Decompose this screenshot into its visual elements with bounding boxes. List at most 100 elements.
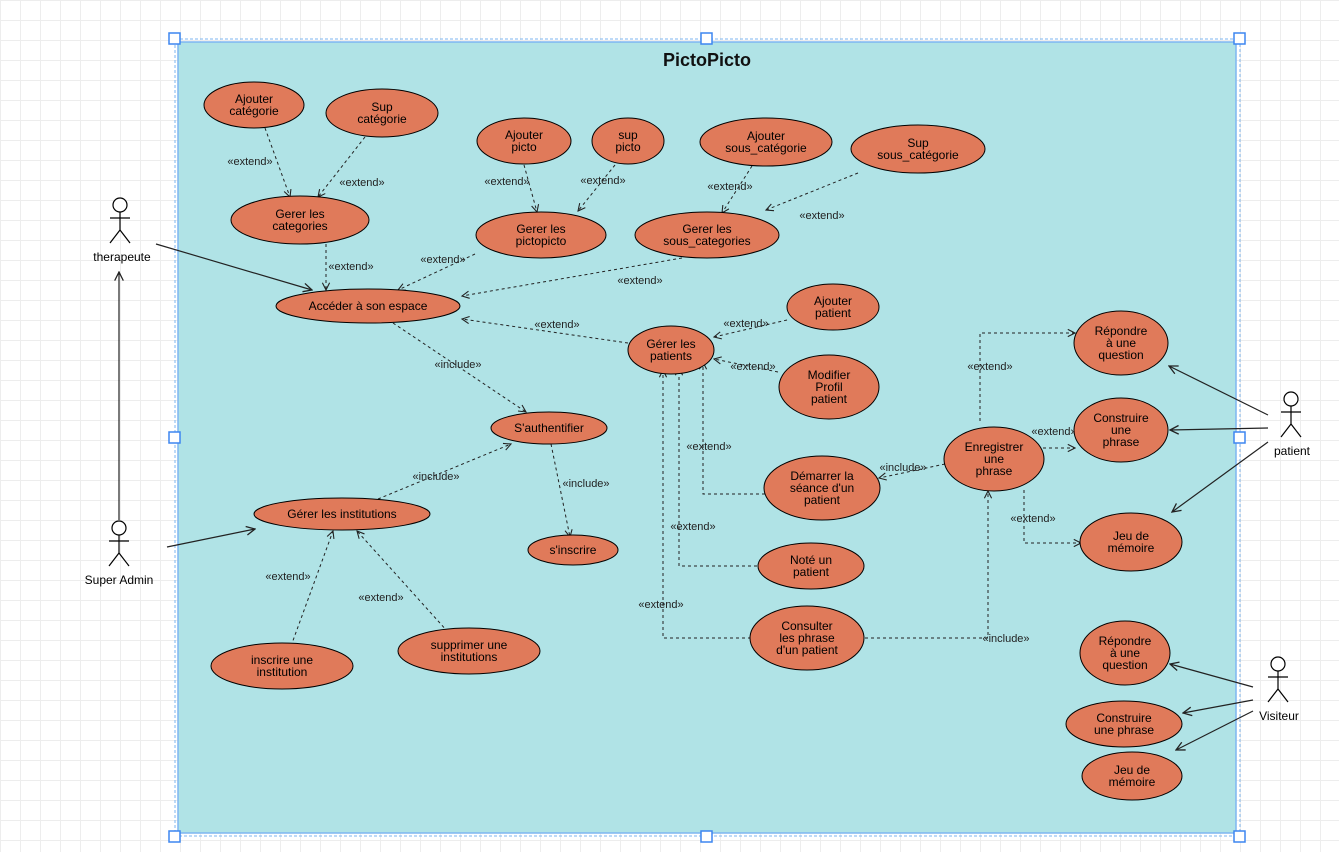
use-case-shape (203, 81, 305, 129)
use-case-shape (1073, 310, 1169, 376)
handle-top-center[interactable] (700, 32, 713, 45)
label-extend-supprimer-institutions: «extend» (358, 592, 403, 604)
edge-gerer-sous-categories (462, 257, 683, 296)
actor-name-patient: patient (1274, 444, 1311, 458)
use-case-label: picto (615, 140, 641, 154)
use-case-label: Modifier (808, 368, 851, 382)
stick-figure-icon (1280, 391, 1302, 438)
actor-head (112, 197, 128, 213)
actor-name-visiteur: Visiteur (1259, 709, 1299, 723)
dependency-edges (264, 127, 1081, 647)
handle-middle-left[interactable] (168, 431, 181, 444)
use-case-label: supprimer une (431, 638, 508, 652)
use-case-label: à une (1110, 646, 1140, 660)
use-case-label: categories (272, 219, 327, 233)
use-case-acceder-espace[interactable]: Accéder à son espace (275, 288, 461, 324)
label-extend-ajouter-patient: «extend» (723, 318, 768, 330)
handle-bottom-right[interactable] (1233, 830, 1246, 843)
label-extend-inscrire-institution: «extend» (265, 571, 310, 583)
use-case-label: Consulter (781, 619, 832, 633)
handle-bottom-left[interactable] (168, 830, 181, 843)
use-case-inscrire[interactable]: s'inscrire (527, 534, 619, 566)
use-case-shape (210, 642, 354, 690)
use-case-label: une (984, 452, 1004, 466)
use-case-shape (230, 195, 370, 245)
use-case-label: séance d'un (790, 481, 854, 495)
actor-name-therapeute: therapeute (93, 250, 151, 264)
actor-leg-right (118, 552, 130, 567)
label-extend-gerer-patients: «extend» (534, 319, 579, 331)
use-case-shape (275, 288, 461, 324)
label-include-authentifier: «include» (434, 359, 481, 371)
use-case-shape (786, 283, 880, 331)
use-case-label: question (1102, 658, 1147, 672)
edge-modifier-profil (714, 359, 779, 373)
actors: therapeute Super Admin patient Visiteur (85, 197, 1311, 723)
handle-bottom-center[interactable] (700, 830, 713, 843)
stick-figure-icon (108, 520, 130, 567)
use-case-label: Jeu de (1114, 763, 1150, 777)
use-case-label: Sup (907, 136, 929, 150)
label-extend-ajouter-categorie: «extend» (227, 156, 272, 168)
handle-middle-right[interactable] (1233, 431, 1246, 444)
actor-visiteur[interactable]: Visiteur (1259, 656, 1299, 723)
edge-jeu-memoire (1023, 490, 1081, 543)
assoc-visiteur-construire (1183, 699, 1254, 713)
use-case-shape (397, 627, 541, 675)
use-case-shape (757, 542, 865, 590)
label-include-inscrire: «include» (562, 478, 609, 490)
edge-note-patient (679, 368, 757, 567)
use-case-shape (253, 497, 431, 531)
use-case-label: Profil (815, 380, 842, 394)
edge-supprimer-institutions (357, 531, 449, 633)
use-case-label: pictopicto (516, 234, 567, 248)
use-case-label: Répondre (1095, 324, 1148, 338)
use-case-label: question (1098, 348, 1143, 362)
use-case-label: picto (511, 140, 537, 154)
use-case-authentifier[interactable]: S'authentifier (490, 411, 608, 445)
assoc-patient-construire (1170, 428, 1269, 430)
edge-acceder-authentifier (392, 322, 526, 412)
use-case-label: Enregistrer (965, 440, 1024, 454)
system-boundary[interactable] (177, 41, 1237, 834)
handle-top-right[interactable] (1233, 32, 1246, 45)
edge-sup-categorie (318, 136, 366, 197)
actor-therapeute[interactable]: therapeute (93, 197, 151, 264)
use-case-label: patient (793, 565, 830, 579)
use-case-gerer-institutions[interactable]: Gérer les institutions (253, 497, 431, 531)
use-case-label: Ajouter (235, 92, 273, 106)
edge-repondre-question (979, 333, 1075, 421)
association-edges (119, 243, 1269, 750)
actor-head (1270, 656, 1286, 672)
handle-top-left[interactable] (168, 32, 181, 45)
actor-super-admin[interactable]: Super Admin (85, 520, 154, 587)
actor-patient[interactable]: patient (1274, 391, 1311, 458)
edge-ajouter-patient (714, 319, 788, 337)
selection-handles[interactable] (168, 32, 1246, 843)
use-case-label: catégorie (229, 104, 279, 118)
